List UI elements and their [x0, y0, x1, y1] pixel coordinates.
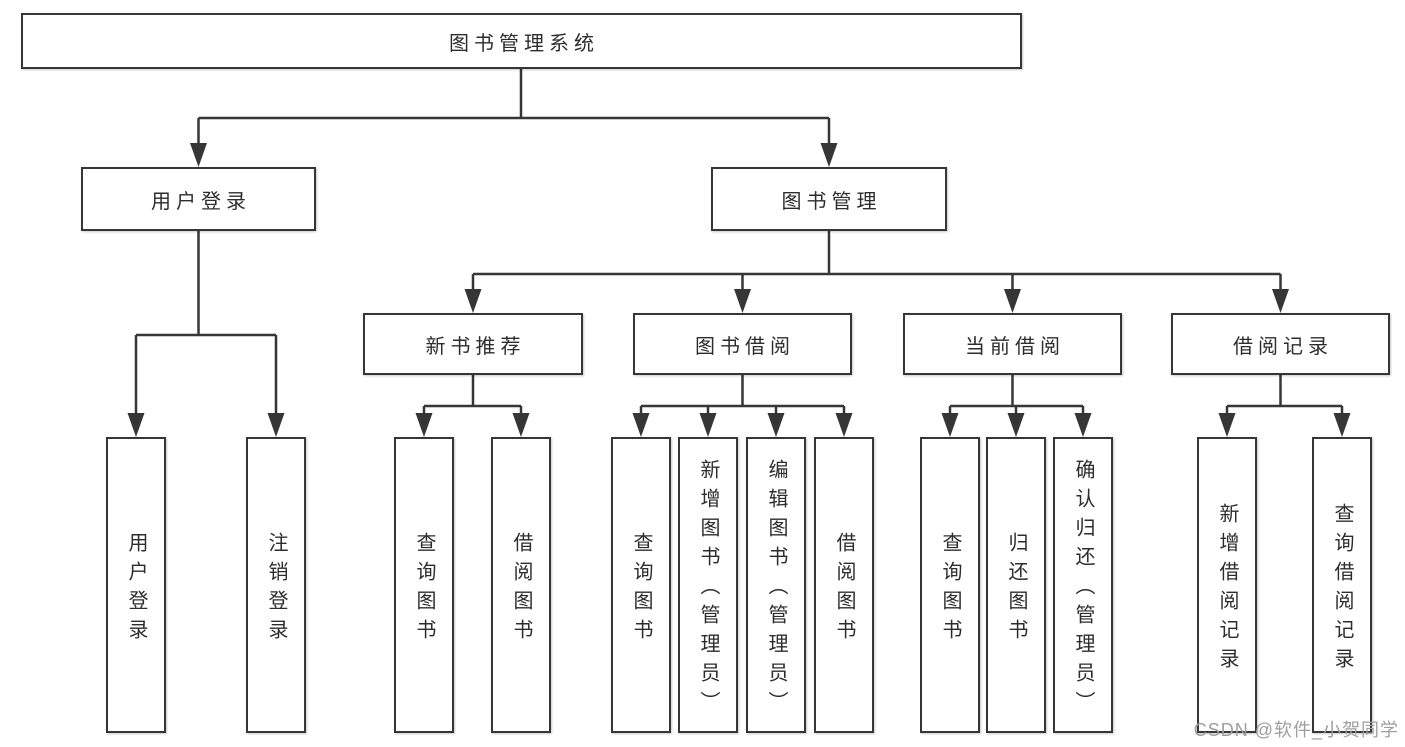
leaf-label: 用户登录	[125, 531, 147, 648]
node-root: 图书管理系统	[21, 13, 1022, 69]
leaf-label: 查询图书	[413, 531, 435, 648]
leaf-add-book-admin: 新增图书（管理员）	[678, 437, 738, 733]
leaf-label: 归还图书	[1005, 531, 1027, 648]
arrow-icon	[1004, 289, 1021, 313]
leaf-query-books-current: 查询图书	[920, 437, 980, 733]
arrow-icon	[835, 413, 853, 437]
leaf-borrow-books-recommend: 借阅图书	[491, 437, 551, 733]
arrow-icon	[1333, 413, 1351, 437]
arrow-icon	[820, 143, 838, 167]
leaf-label: 查询图书	[939, 531, 961, 648]
arrow-icon	[415, 413, 433, 437]
leaf-edit-book-admin: 编辑图书（管理员）	[746, 437, 806, 733]
leaf-label: 注销登录	[265, 531, 287, 648]
arrow-icon	[632, 413, 650, 437]
node-current-borrowing: 当前借阅	[903, 313, 1122, 375]
arrow-icon	[267, 413, 285, 437]
arrow-icon	[1218, 413, 1236, 437]
arrow-icon	[1272, 289, 1289, 313]
arrow-icon	[699, 413, 717, 437]
arrow-icon	[734, 289, 751, 313]
arrow-icon	[190, 143, 207, 167]
leaf-label: 确认归还（管理员）	[1072, 459, 1094, 720]
leaf-confirm-return-admin: 确认归还（管理员）	[1053, 437, 1113, 733]
leaf-user-login: 用户登录	[106, 437, 166, 733]
leaf-label: 新增图书（管理员）	[697, 459, 719, 720]
leaf-add-borrow-record: 新增借阅记录	[1197, 437, 1257, 733]
node-book-management: 图书管理	[711, 167, 947, 231]
leaf-logout: 注销登录	[246, 437, 306, 733]
leaf-label: 借阅图书	[833, 531, 855, 648]
leaf-query-books-recommend: 查询图书	[394, 437, 454, 733]
arrow-icon	[1074, 413, 1092, 437]
leaf-query-borrow-record: 查询借阅记录	[1312, 437, 1372, 733]
leaf-label: 查询图书	[630, 531, 652, 648]
arrow-icon	[127, 413, 145, 437]
leaf-borrow-books-borrowing: 借阅图书	[814, 437, 874, 733]
node-new-book-recommend: 新书推荐	[363, 313, 583, 375]
leaf-label: 借阅图书	[510, 531, 532, 648]
leaf-return-book: 归还图书	[986, 437, 1046, 733]
arrowheads	[127, 143, 1351, 437]
leaf-label: 查询借阅记录	[1331, 502, 1353, 677]
csdn-watermark: CSDN @软件_小贺同学	[1193, 720, 1399, 740]
arrow-icon	[464, 289, 482, 313]
leaf-label: 新增借阅记录	[1216, 502, 1238, 677]
arrow-icon	[1007, 413, 1025, 437]
leaf-label: 编辑图书（管理员）	[765, 459, 787, 720]
arrow-icon	[767, 413, 785, 437]
leaf-query-books-borrowing: 查询图书	[611, 437, 671, 733]
node-borrow-records: 借阅记录	[1171, 313, 1390, 375]
node-user-login: 用户登录	[81, 167, 316, 231]
connector-paths	[134, 69, 1344, 415]
node-book-borrowing: 图书借阅	[633, 313, 852, 375]
arrow-icon	[941, 413, 959, 437]
arrow-icon	[512, 413, 530, 437]
